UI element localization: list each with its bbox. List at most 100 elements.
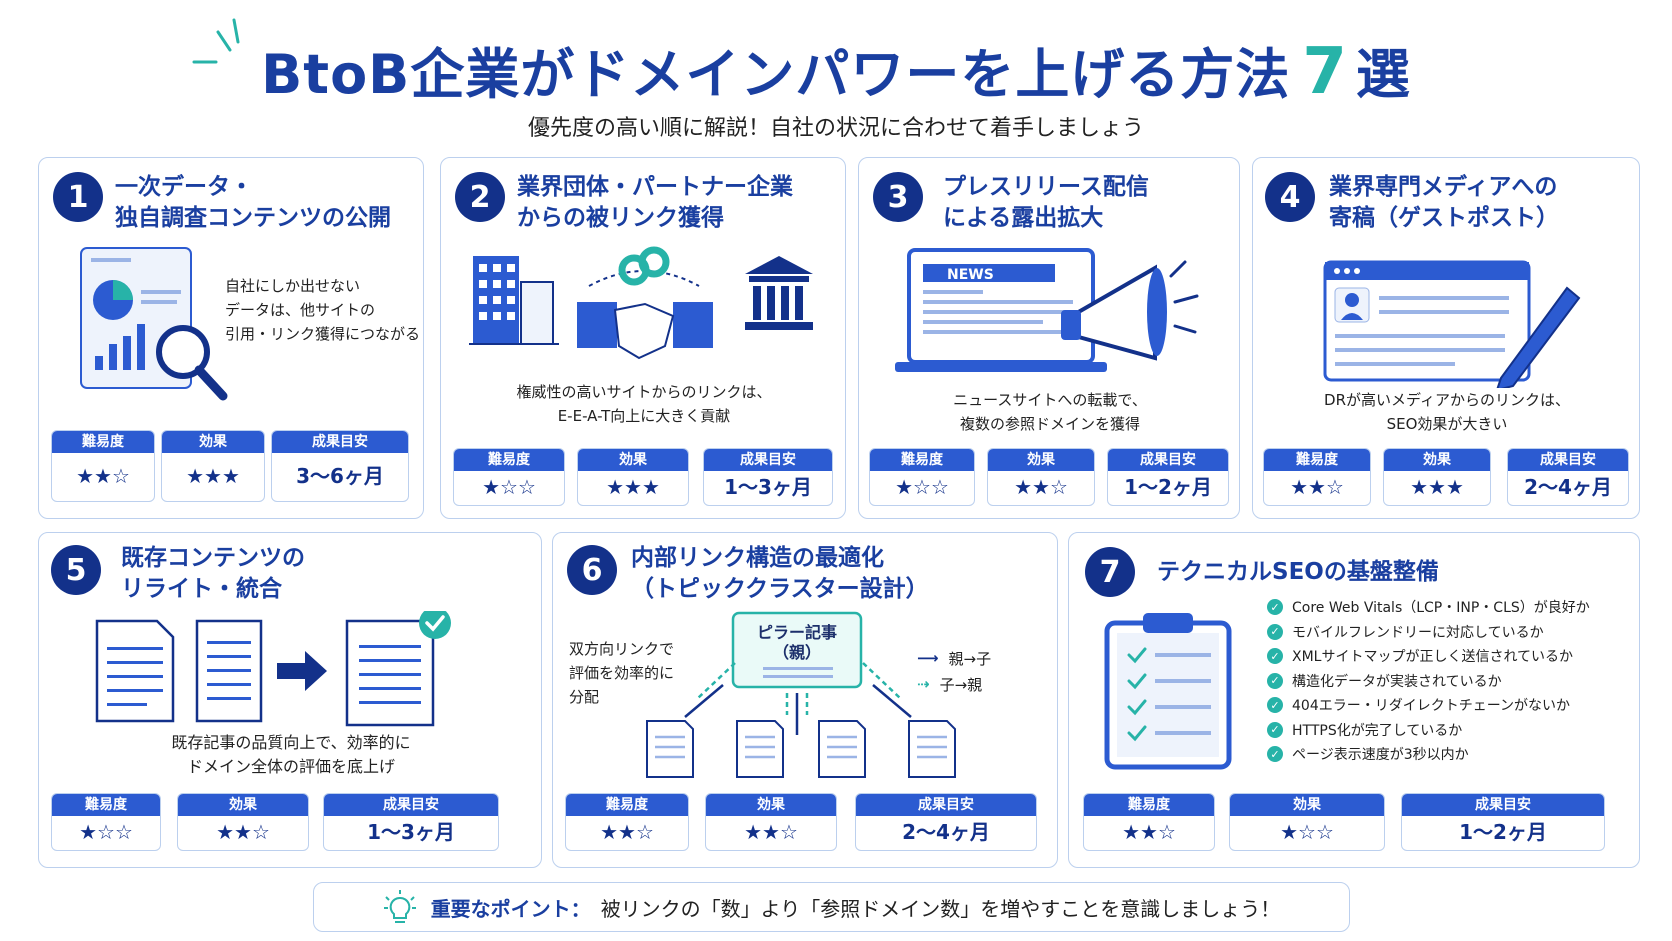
- check-circle-icon: ✓: [1267, 746, 1283, 763]
- method-title-line: プレスリリース配信: [943, 174, 1149, 200]
- checklist-text: Core Web Vitals（LCP・INP・CLS）が良好か: [1292, 600, 1590, 617]
- difficulty-metric: 難易度 ★☆☆: [869, 448, 975, 506]
- checklist-item: ✓ HTTPS化が完了しているか: [1267, 718, 1590, 743]
- method-title: プレスリリース配信 による露出拡大: [943, 172, 1149, 234]
- checklist-text: 構造化データが実装されているか: [1292, 673, 1502, 690]
- effect-rating: ★☆☆: [1280, 820, 1334, 844]
- method-title-line: 独自調査コンテンツの公開: [115, 205, 391, 231]
- method-description: 権威性の高いサイトからのリンクは、 E-E-A-T向上に大きく貢献: [441, 380, 847, 428]
- cluster-side-note: 双方向リンクで 評価を効率的に 分配: [569, 637, 674, 709]
- difficulty-rating: ★★☆: [1290, 475, 1344, 499]
- method-title-line: による露出拡大: [943, 205, 1104, 231]
- dashed-arrow-icon: ⇢: [917, 675, 930, 693]
- desc-line: 自社にしか出せない: [225, 277, 361, 295]
- effect-rating: ★★☆: [1014, 475, 1068, 499]
- key-point-text: 被リンクの「数」より「参照ドメイン数」を増やすことを意識しましょう！: [600, 896, 1281, 921]
- data-report-magnifier-icon: [80, 247, 228, 401]
- sparkle-lines-icon: [192, 18, 240, 64]
- method-title: 業界団体・パートナー企業 からの被リンク獲得: [517, 172, 793, 234]
- desc-line: 評価を効率的に: [569, 664, 675, 682]
- technical-checklist: ✓Core Web Vitals（LCP・INP・CLS）が良好か ✓モバイルフ…: [1267, 595, 1590, 767]
- method-title-line: 業界団体・パートナー企業: [517, 174, 793, 200]
- method-number-badge: 5: [51, 545, 101, 595]
- clipboard-checklist-icon: [1104, 613, 1232, 770]
- desc-line: 複数の参照ドメインを獲得: [959, 415, 1140, 433]
- difficulty-rating: ★★☆: [600, 820, 654, 844]
- difficulty-metric: 難易度 ★★☆: [565, 793, 689, 851]
- metric-label: 効果: [706, 794, 836, 816]
- method-card-5: 5 既存コンテンツの リライト・統合 既存記事の品質向上で、効率的に ドメイン全…: [38, 532, 542, 868]
- timeline-value: 1〜2ヶ月: [1124, 475, 1212, 499]
- difficulty-rating: ★★☆: [76, 464, 130, 488]
- method-card-7: 7 テクニカルSEOの基盤整備 ✓Core Web Vitals（LCP・INP…: [1068, 532, 1640, 868]
- desc-line: E-E-A-T向上に大きく貢献: [557, 407, 731, 425]
- difficulty-rating: ★★☆: [1122, 820, 1176, 844]
- key-point-label: 重要なポイント：: [430, 896, 591, 921]
- checklist-text: XMLサイトマップが正しく送信されているか: [1292, 649, 1574, 666]
- method-description: 既存記事の品質向上で、効率的に ドメイン全体の評価を底上げ: [39, 731, 543, 779]
- method-card-3: 3 プレスリリース配信 による露出拡大 NEWS ニュースサイトへの転載で、 複…: [858, 157, 1240, 519]
- desc-line: データは、他サイトの: [225, 301, 376, 319]
- method-description: ニュースサイトへの転載で、 複数の参照ドメインを獲得: [859, 388, 1241, 436]
- checklist-item: ✓404エラー・リダイレクトチェーンがないか: [1267, 693, 1590, 718]
- effect-rating: ★★☆: [216, 820, 270, 844]
- browser-pen-icon: [1323, 260, 1581, 388]
- desc-line: ドメイン全体の評価を底上げ: [186, 757, 395, 776]
- legend-parent-child: ⟶ 親→子: [917, 645, 991, 671]
- timeline-metric: 成果目安 2〜4ヶ月: [855, 793, 1037, 851]
- timeline-value: 2〜4ヶ月: [1524, 475, 1612, 499]
- metric-label: 効果: [1384, 449, 1490, 471]
- difficulty-metric: 難易度 ★★☆: [51, 430, 155, 502]
- method-card-2: 2 業界団体・パートナー企業 からの被リンク獲得 権威性の高いサイトからのリンク…: [440, 157, 846, 519]
- method-description: DRが高いメディアからのリンクは、 SEO効果が大きい: [1253, 388, 1641, 436]
- method-title: 業界専門メディアへの 寄稿（ゲストポスト）: [1329, 172, 1559, 234]
- topic-cluster-diagram: [646, 611, 956, 778]
- check-circle-icon: ✓: [1267, 648, 1283, 665]
- timeline-metric: 成果目安 1〜3ヶ月: [323, 793, 499, 851]
- news-label: NEWS: [947, 267, 994, 283]
- desc-line: DRが高いメディアからのリンクは、: [1324, 391, 1570, 409]
- effect-rating: ★★☆: [744, 820, 798, 844]
- desc-line: 既存記事の品質向上で、効率的に: [171, 733, 411, 752]
- effect-metric: 効果 ★★★: [1383, 448, 1491, 506]
- effect-metric: 効果 ★★☆: [705, 793, 837, 851]
- checklist-item: ✓ XMLサイトマップが正しく送信されているか: [1267, 644, 1590, 669]
- effect-metric: 効果 ★★☆: [987, 448, 1095, 506]
- handshake-buildings-icon: [469, 246, 813, 360]
- timeline-value: 1〜3ヶ月: [367, 820, 455, 844]
- metric-label: 効果: [1230, 794, 1384, 816]
- metric-label: 成果目安: [1402, 794, 1604, 816]
- method-title-line: 業界専門メディアへの: [1329, 174, 1558, 200]
- effect-metric: 効果 ★☆☆: [1229, 793, 1385, 851]
- check-circle-icon: ✓: [1267, 721, 1283, 738]
- effect-metric: 効果 ★★★: [161, 430, 265, 502]
- difficulty-rating: ★☆☆: [79, 820, 133, 844]
- legend-label: 親→子: [948, 649, 992, 668]
- checklist-text: HTTPS化が完了しているか: [1292, 722, 1463, 739]
- legend-child-parent: ⇢ 子→親: [917, 671, 991, 697]
- timeline-metric: 成果目安 1〜2ヶ月: [1401, 793, 1605, 851]
- timeline-metric: 成果目安 2〜4ヶ月: [1507, 448, 1629, 506]
- desc-line: SEO効果が大きい: [1386, 415, 1508, 433]
- desc-line: 分配: [569, 688, 600, 706]
- method-number-badge: 6: [567, 545, 617, 595]
- metric-label: 成果目安: [272, 431, 408, 453]
- method-number-badge: 2: [455, 172, 505, 222]
- timeline-value: 2〜4ヶ月: [902, 820, 990, 844]
- method-card-1: 1 一次データ・ 独自調査コンテンツの公開 自社にしか出せない データは、他サイ…: [38, 157, 424, 519]
- difficulty-metric: 難易度 ★★☆: [1263, 448, 1371, 506]
- document-merge-icon: [95, 611, 451, 727]
- effect-rating: ★★★: [1410, 475, 1464, 499]
- desc-line: 権威性の高いサイトからのリンクは、: [516, 383, 772, 401]
- checklist-text: 404エラー・リダイレクトチェーンがないか: [1292, 698, 1571, 715]
- metric-label: 難易度: [1264, 449, 1370, 471]
- difficulty-metric: 難易度 ★☆☆: [51, 793, 161, 851]
- metric-label: 効果: [178, 794, 308, 816]
- metric-label: 効果: [988, 449, 1094, 471]
- metric-label: 効果: [578, 449, 688, 471]
- method-title-line: 内部リンク構造の最適化: [631, 545, 884, 571]
- lightbulb-icon: [383, 890, 416, 923]
- effect-rating: ★★★: [186, 464, 240, 488]
- timeline-metric: 成果目安 1〜2ヶ月: [1107, 448, 1229, 506]
